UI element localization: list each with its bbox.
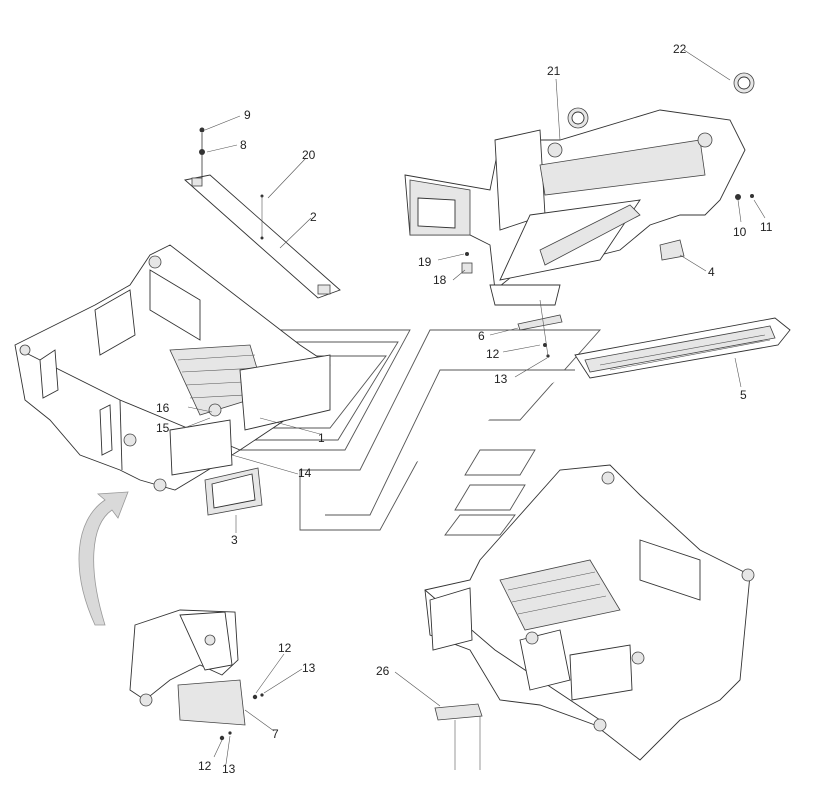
callout-16: 16 <box>156 401 170 415</box>
callout-13b: 13 <box>302 661 316 675</box>
callout-12a: 12 <box>486 347 500 361</box>
upper-frame-assembly <box>404 72 755 306</box>
callout-8: 8 <box>240 138 247 152</box>
callout-18: 18 <box>433 273 447 287</box>
callout-9: 9 <box>244 108 251 122</box>
callout-14: 14 <box>298 466 312 480</box>
callout-12b: 12 <box>278 641 292 655</box>
callout-19: 19 <box>418 255 432 269</box>
decal-part-26 <box>434 703 483 721</box>
callout-15: 15 <box>156 421 170 435</box>
callout-7: 7 <box>272 727 279 741</box>
left-frame-assembly <box>14 244 331 492</box>
callout-10: 10 <box>733 225 747 239</box>
detail-bracket-assembly <box>129 609 264 741</box>
long-panel-part-5 <box>574 317 791 379</box>
top-strip-part-2 <box>184 127 341 299</box>
callout-12c: 12 <box>198 759 212 773</box>
callout-labels: 9 8 20 2 21 22 19 18 4 10 11 6 12 13 5 1… <box>156 42 773 776</box>
callout-3: 3 <box>231 533 238 547</box>
callout-13c: 13 <box>222 762 236 776</box>
callout-1: 1 <box>318 431 325 445</box>
callout-11: 11 <box>760 220 773 234</box>
callout-21: 21 <box>547 64 561 78</box>
callout-20: 20 <box>302 148 316 162</box>
bracket-part-6 <box>517 314 563 331</box>
callout-2: 2 <box>310 210 317 224</box>
lower-frame-assembly <box>424 464 755 761</box>
callout-22: 22 <box>673 42 687 56</box>
callout-4: 4 <box>708 265 715 279</box>
assembly-arrow-icon <box>78 491 129 626</box>
callout-13a: 13 <box>494 372 508 386</box>
leader-lines <box>183 49 766 770</box>
callout-5: 5 <box>740 388 747 402</box>
callout-26: 26 <box>376 664 390 678</box>
callout-6: 6 <box>478 329 485 343</box>
